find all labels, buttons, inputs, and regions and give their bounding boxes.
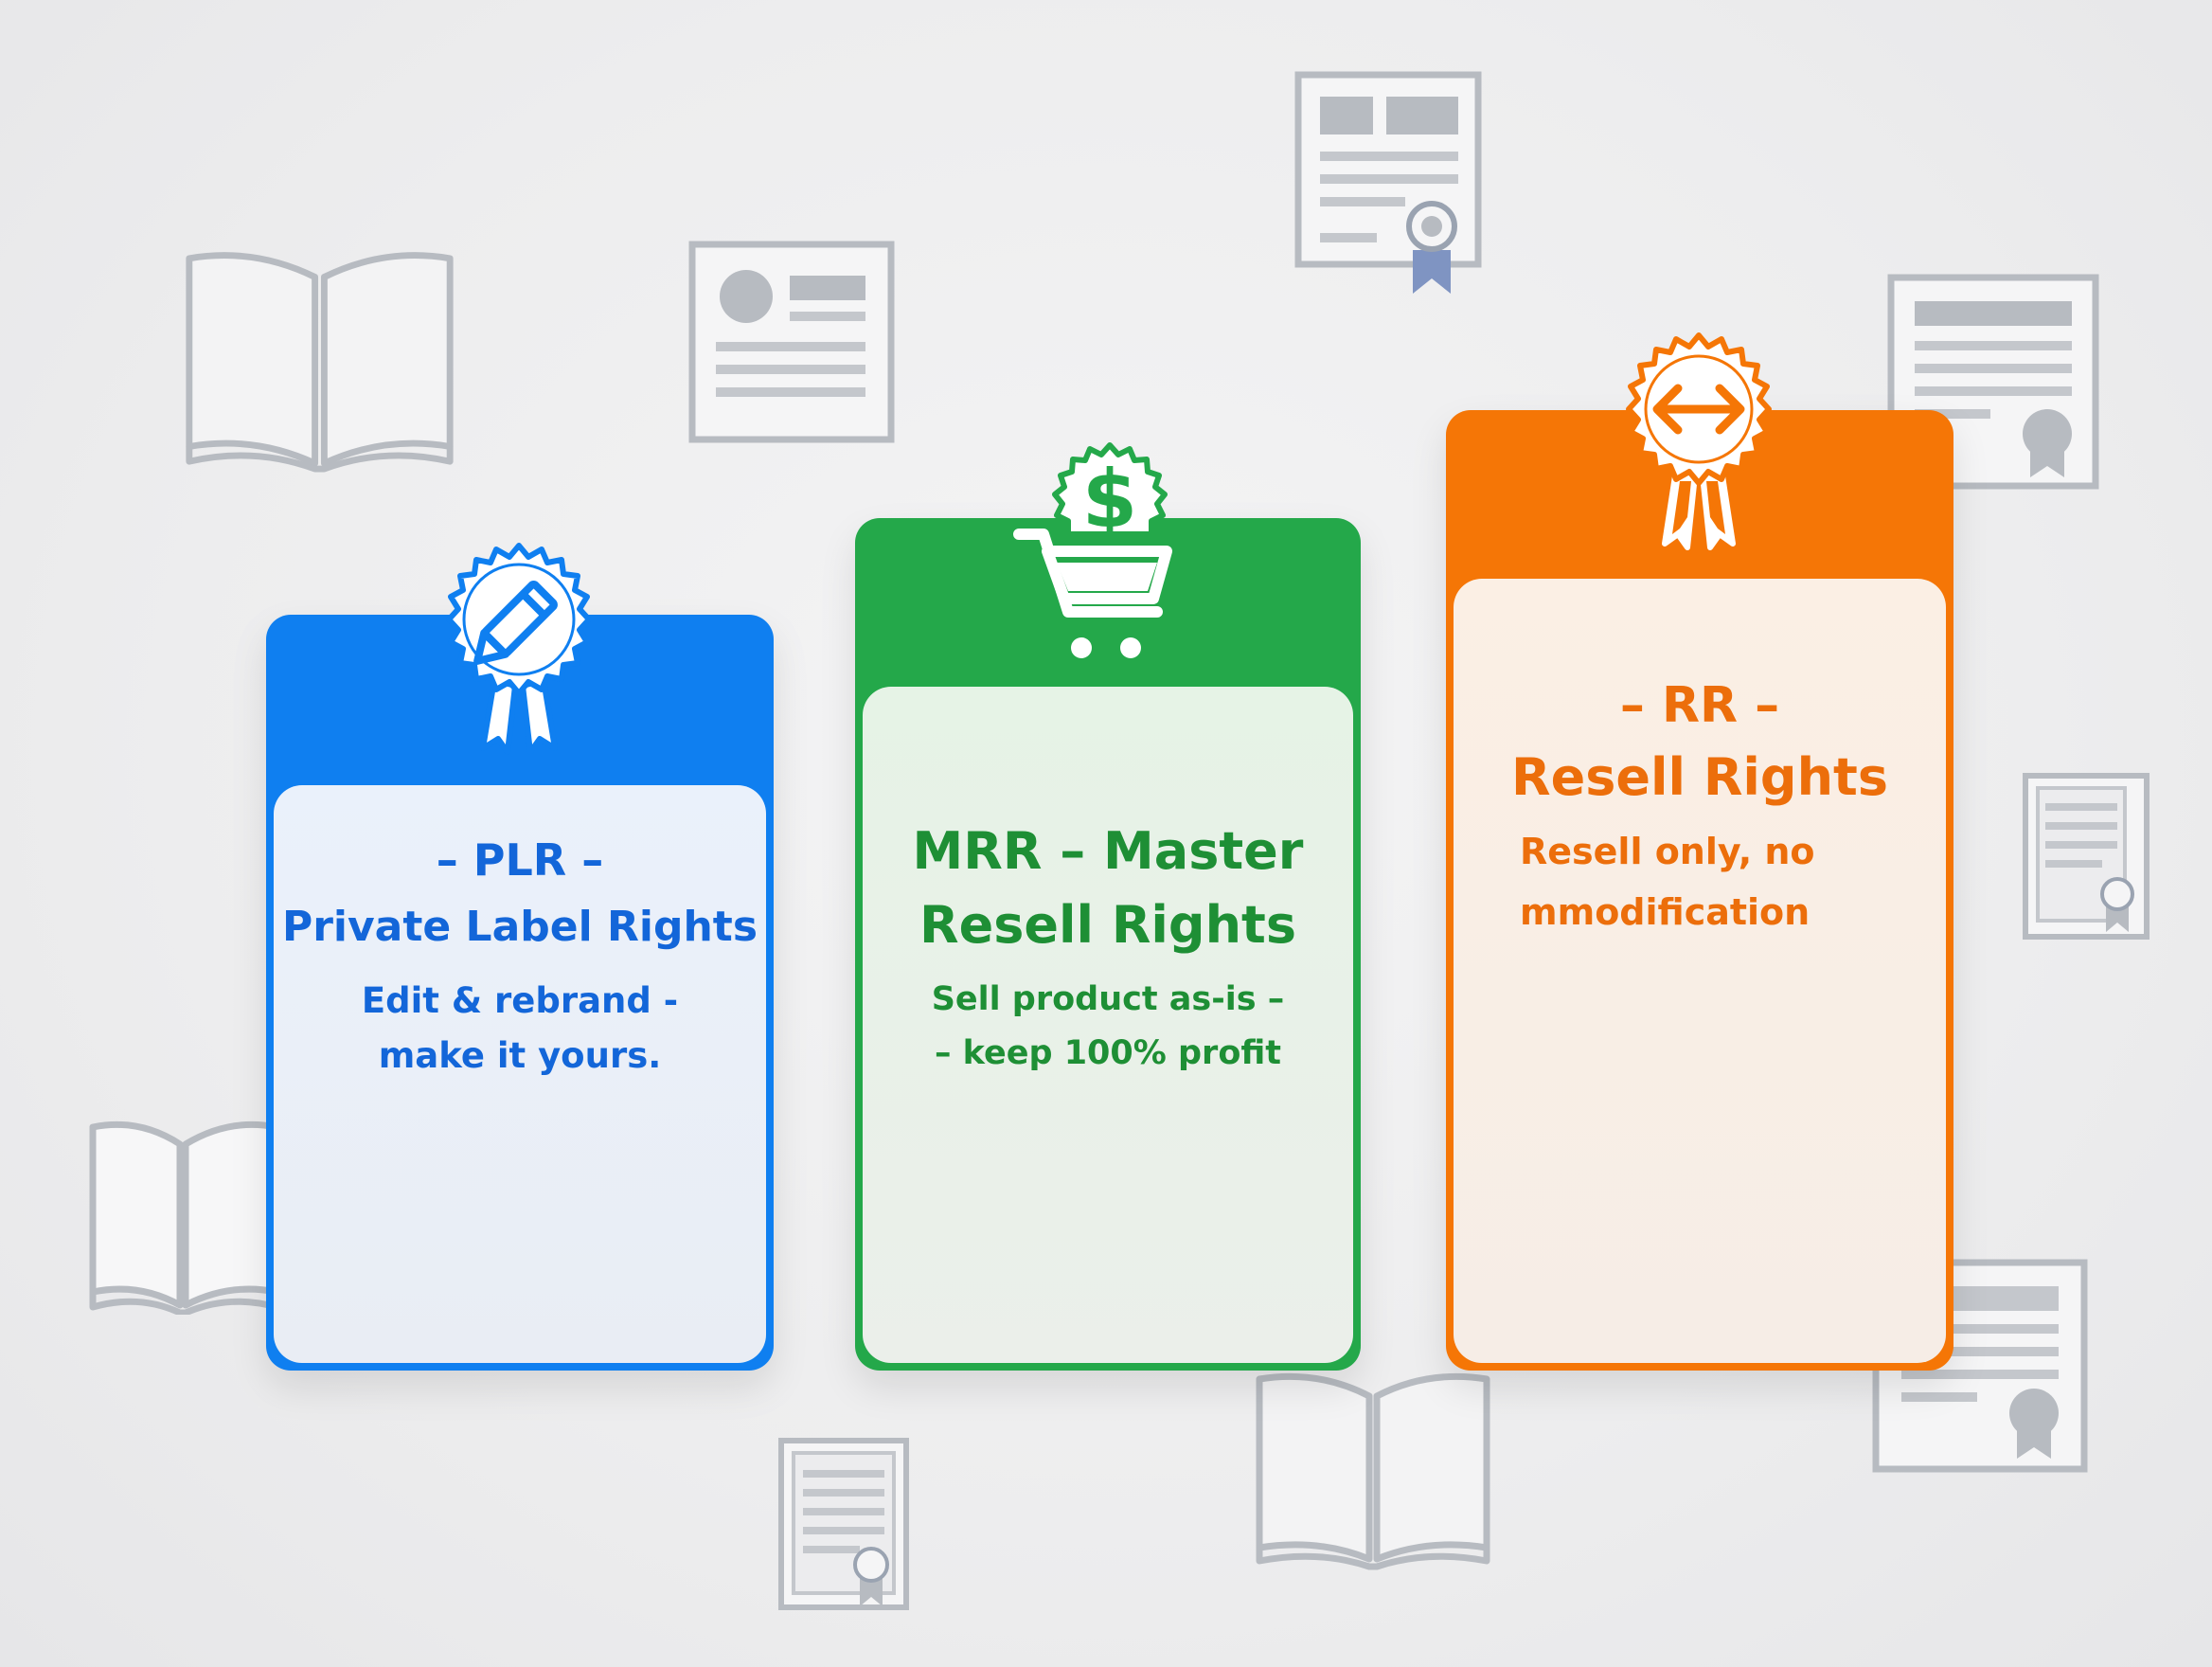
plr-title: Private Label Rights [281, 903, 758, 951]
certificate-icon [1293, 70, 1483, 296]
certificate-icon [776, 1436, 911, 1612]
open-book-icon [180, 248, 459, 474]
mrr-title-line2: Resell Rights [919, 895, 1296, 955]
plr-desc-line2: make it yours. [378, 1035, 662, 1076]
rr-title: Resell Rights [1511, 747, 1888, 807]
open-book-icon [87, 1120, 276, 1315]
profile-document-icon [687, 240, 896, 444]
mrr-title-line1: MRR – Master [912, 821, 1304, 881]
plr-card-body: – PLR – Private Label Rights Edit & rebr… [274, 785, 766, 1363]
plr-desc-line1: Edit & rebrand - [361, 980, 679, 1021]
rr-abbr: – RR – [1619, 677, 1780, 734]
plr-card: – PLR – Private Label Rights Edit & rebr… [266, 615, 774, 1371]
arrows-badge-icon [1602, 328, 1795, 551]
rr-desc-line2: mmodification [1520, 891, 1811, 933]
mrr-desc-line1: Sell product as-is – [931, 980, 1285, 1018]
svg-text:$: $ [1082, 453, 1137, 546]
shopping-cart-dollar-icon: $ [1006, 439, 1195, 667]
certificate-icon [2021, 771, 2151, 941]
mrr-card: MRR – Master Resell Rights Sell product … [855, 518, 1361, 1371]
plr-abbr: – PLR – [436, 834, 604, 886]
rr-desc-line1: Resell only, no [1520, 831, 1815, 872]
rr-card: – RR – Resell Rights Resell only, no mmo… [1446, 410, 1953, 1371]
rr-card-body: – RR – Resell Rights Resell only, no mmo… [1454, 579, 1946, 1363]
mrr-desc-line2: – keep 100% profit [934, 1034, 1282, 1072]
mrr-card-body: MRR – Master Resell Rights Sell product … [863, 687, 1353, 1363]
pencil-badge-icon [426, 538, 612, 756]
open-book-icon [1252, 1371, 1494, 1570]
